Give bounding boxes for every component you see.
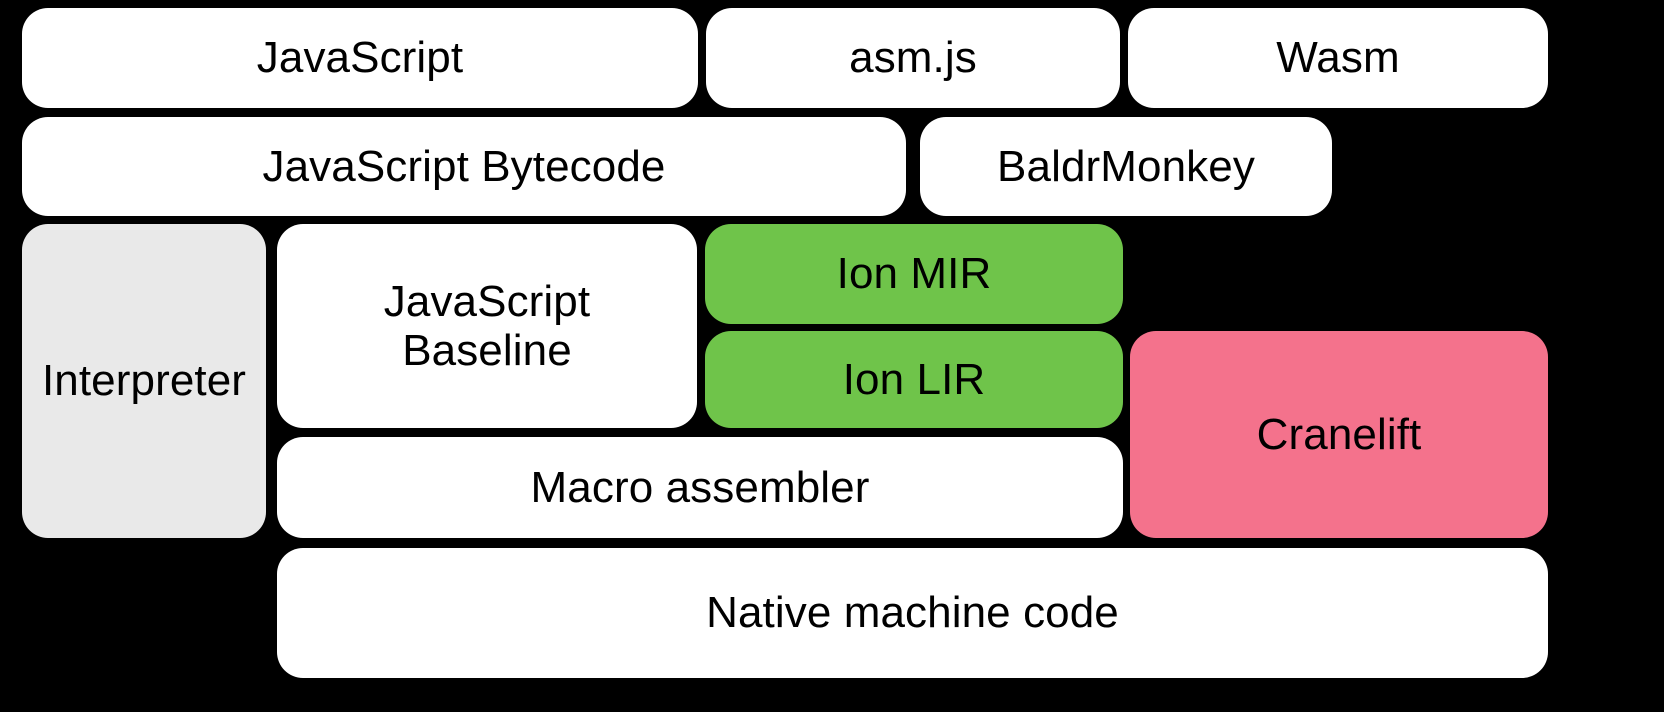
node-asm-js[interactable]: asm.js (706, 8, 1120, 108)
node-ion-mir[interactable]: Ion MIR (705, 224, 1123, 324)
node-native-machine-code[interactable]: Native machine code (277, 548, 1548, 678)
node-baldrmonkey[interactable]: BaldrMonkey (920, 117, 1332, 216)
node-javascript-bytecode[interactable]: JavaScript Bytecode (22, 117, 906, 216)
node-javascript-baseline[interactable]: JavaScript Baseline (277, 224, 697, 428)
node-javascript[interactable]: JavaScript (22, 8, 698, 108)
node-interpreter[interactable]: Interpreter (22, 224, 266, 538)
node-wasm[interactable]: Wasm (1128, 8, 1548, 108)
node-cranelift[interactable]: Cranelift (1130, 331, 1548, 538)
node-macro-assembler[interactable]: Macro assembler (277, 437, 1123, 538)
node-ion-lir[interactable]: Ion LIR (705, 331, 1123, 428)
